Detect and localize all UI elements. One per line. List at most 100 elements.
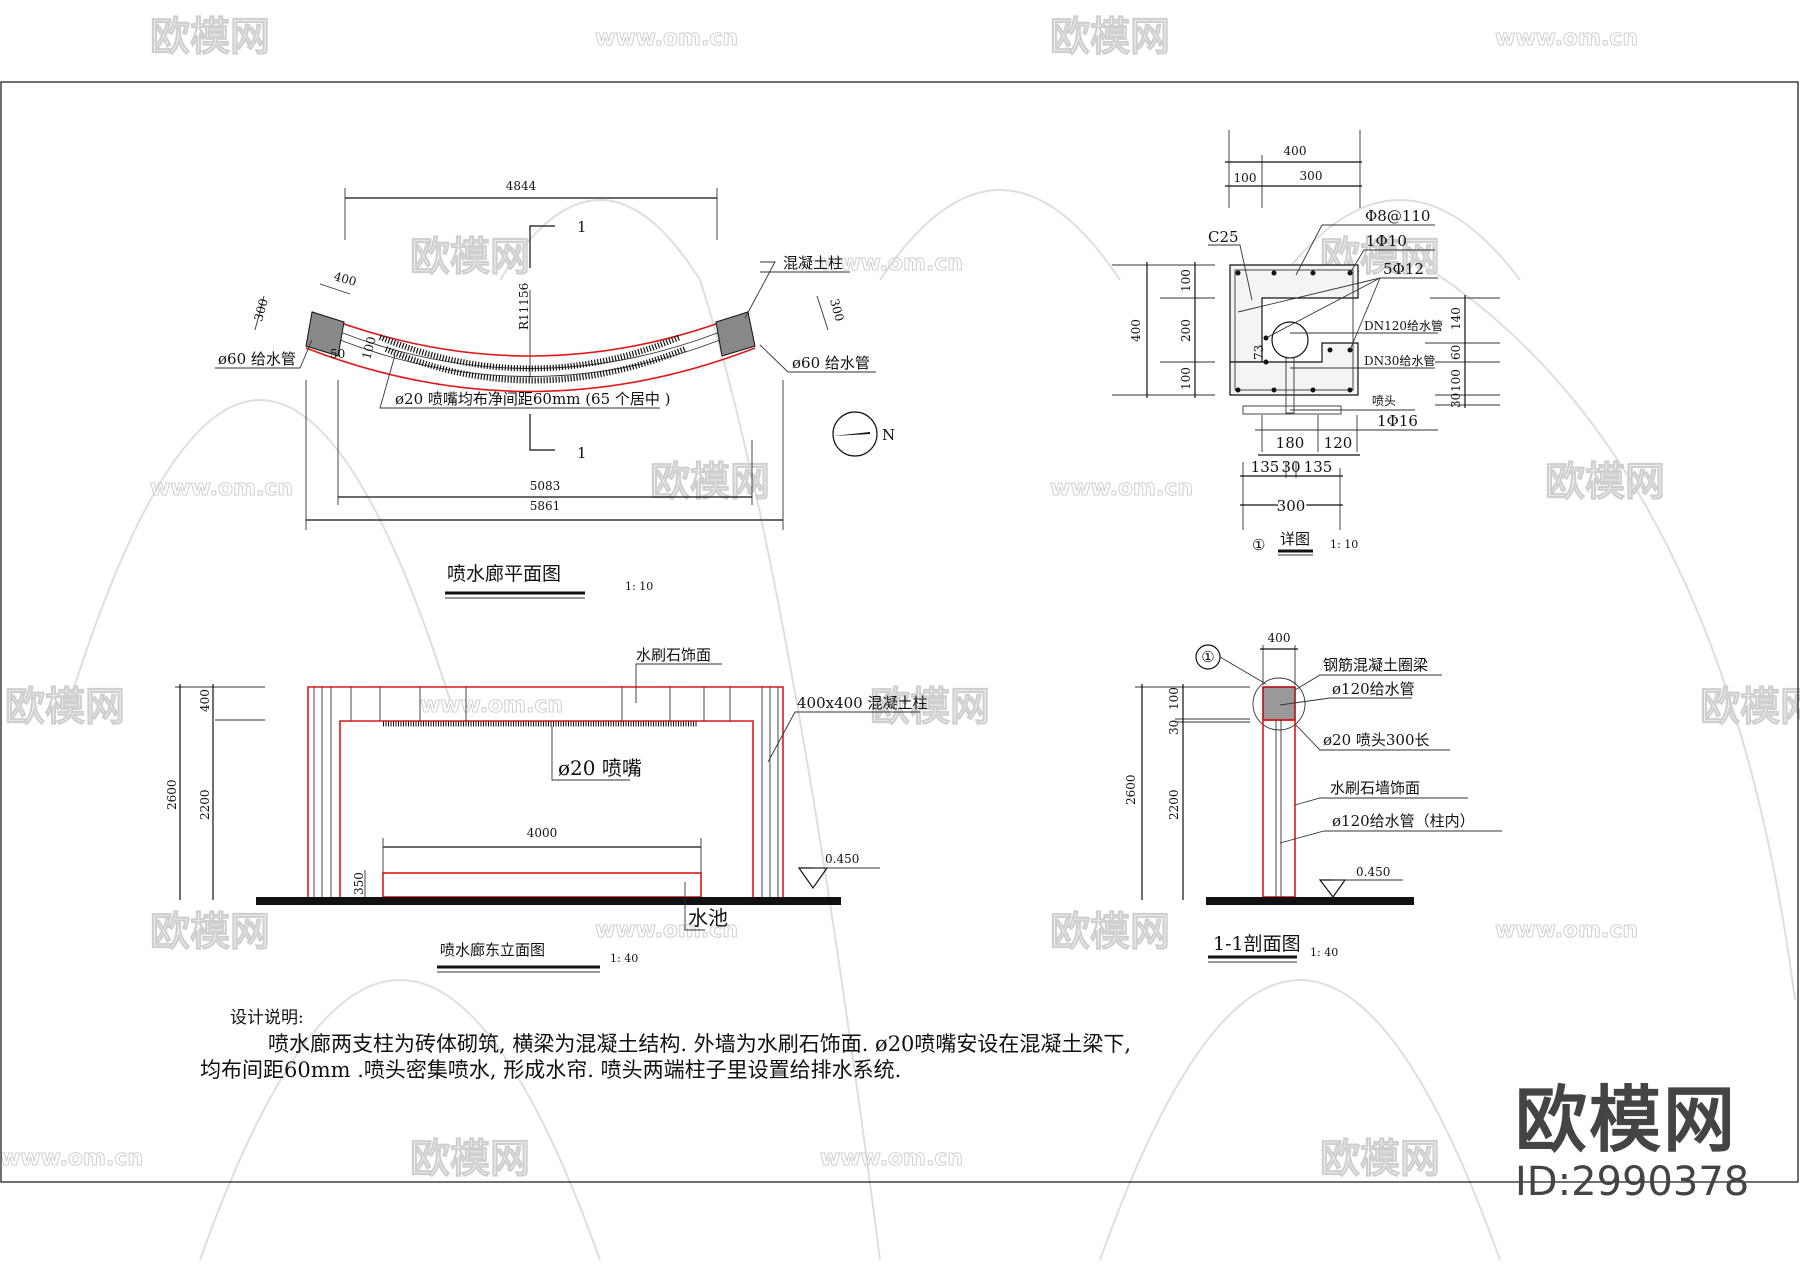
detail-label-pipe120: DN120给水管 [1364, 318, 1443, 333]
detail-dim-base-total: 300 [1277, 497, 1306, 515]
section-callout: ① [1201, 648, 1214, 666]
plan-dim-col-h: 300 [251, 297, 270, 323]
detail-dim-right-d: 30 [1449, 393, 1463, 408]
north-arrow-icon [832, 411, 878, 457]
plan-scale: 1: 10 [625, 580, 653, 593]
north-label: N [882, 426, 895, 444]
plan-dim-bottom-outer: 5861 [530, 499, 561, 513]
section-scale: 1: 40 [1310, 946, 1338, 959]
detail-label-nozzle: 喷头 [1372, 394, 1396, 408]
brand-id: ID:2990378 [1515, 1159, 1750, 1205]
plan-dim-top: 4844 [506, 179, 537, 193]
watermark-site: www.om.cn [420, 693, 563, 718]
watermark-site: www.om.cn [820, 1146, 963, 1171]
detail-dim-left-total: 400 [1129, 319, 1143, 342]
detail-dim-inner: 73 [1252, 345, 1266, 360]
detail-pipe-dn120 [1271, 321, 1309, 359]
watermark-logo: 欧模网 [5, 684, 125, 730]
section-label-beam: 钢筋混凝土圈梁 [1323, 656, 1428, 674]
elevation-view: 2600 400 2200 4000 350 0.450 水刷石饰面 40 [165, 646, 928, 973]
elevation-label-pool: 水池 [688, 906, 728, 930]
detail-dim-base-b: 30 [1281, 458, 1300, 476]
watermark-logo: 欧模网 [1050, 14, 1170, 60]
detail-scale: 1: 10 [1330, 538, 1358, 551]
elevation-outer-frame [307, 686, 784, 897]
section-dim-b: 30 [1167, 720, 1181, 735]
watermark-logo: 欧模网 [1700, 684, 1800, 730]
plan-label-pipe-right: ø60 给水管 [792, 354, 870, 372]
detail-dim-right-c: 100 [1449, 369, 1463, 392]
elevation-dim-clear: 2200 [198, 789, 212, 820]
elevation-label-nozzle: ø20 喷嘴 [558, 756, 642, 780]
elevation-inner-frame [339, 720, 754, 897]
design-notes: 设计说明: 喷水廊两支柱为砖体砌筑, 横梁为混凝土结构. 外墙为水刷石饰面. ø… [200, 1005, 1350, 1083]
detail-dim-top-a: 100 [1234, 171, 1257, 185]
detail-dim-left-a: 100 [1179, 269, 1193, 292]
sheet-frame [0, 81, 1799, 1183]
elevation-dim-pool-h: 350 [352, 872, 366, 895]
elevation-label-finish: 水刷石饰面 [636, 646, 711, 664]
detail-dim-right-b: 60 [1449, 345, 1463, 360]
plan-title: 喷水廊平面图 [447, 563, 561, 585]
watermark-logo: 欧模网 [650, 459, 770, 505]
plan-view: 4844 1 R11156 400 300 50 100 300 ø60 给水管… [215, 179, 895, 599]
detail-dim-top-total: 400 [1284, 144, 1307, 158]
elevation-dim-total: 2600 [165, 779, 179, 810]
detail-view: 400 100 300 400 100 200 100 73 C25 Φ8@11… [1112, 130, 1500, 556]
watermark-site: www.om.cn [150, 476, 293, 501]
section-level: 0.450 [1356, 865, 1390, 879]
plan-label-nozzles: ø20 喷嘴均布净间距60mm (65 个居中 ) [395, 390, 671, 408]
watermark-site: www.om.cn [1050, 476, 1193, 501]
plan-dim-col-h-right: 300 [827, 297, 846, 323]
detail-dim-bot-a: 180 [1276, 434, 1305, 452]
elevation-label-column: 400x400 混凝土柱 [797, 694, 928, 712]
detail-label-stirrup: Φ8@110 [1365, 207, 1430, 225]
elevation-ground [256, 897, 841, 905]
elevation-scale: 1: 40 [610, 952, 638, 965]
section-label-nozzle: ø20 喷头300长 [1323, 731, 1430, 749]
section-label-pipe: ø120给水管 [1332, 680, 1415, 698]
watermark-logo: 欧模网 [150, 909, 270, 955]
watermark-logo: 欧模网 [410, 1136, 530, 1182]
elevation-dim-beam: 400 [198, 689, 212, 712]
detail-dim-left-c: 100 [1179, 367, 1193, 390]
section-dim-a: 100 [1167, 687, 1181, 710]
watermark-logo: 欧模网 [410, 234, 530, 280]
detail-dim-top-b: 300 [1300, 169, 1323, 183]
section-mark-top: 1 [577, 218, 587, 236]
watermark-logo: 欧模网 [1320, 1136, 1440, 1182]
elevation-level: 0.450 [825, 852, 859, 866]
detail-label-pipe30: DN30给水管 [1364, 353, 1435, 368]
plan-label-column: 混凝土柱 [783, 254, 843, 272]
watermark-site: www.om.cn [1495, 918, 1638, 943]
section-dim-width: 400 [1268, 631, 1291, 645]
plan-label-pipe-left: ø60 给水管 [218, 350, 296, 368]
detail-label-bar16: 1Φ16 [1377, 412, 1418, 430]
plan-dim-col-w: 400 [332, 269, 358, 288]
detail-dim-base-a: 135 [1251, 458, 1280, 476]
section-view: 400 ① 2600 100 30 2200 0.450 钢筋混凝土圈梁 ø12… [1124, 631, 1502, 963]
section-label-finish: 水刷石墙饰面 [1330, 779, 1420, 797]
notes-line-1: 喷水廊两支柱为砖体砌筑, 横梁为混凝土结构. 外墙为水刷石饰面. ø20喷嘴安设… [268, 1032, 1132, 1056]
section-dim-total: 2600 [1124, 774, 1138, 805]
watermark-logo: 欧模网 [1050, 909, 1170, 955]
plan-column-right [715, 311, 756, 357]
plan-radius-label: R11156 [517, 283, 531, 330]
plan-column-left [305, 311, 345, 357]
section-column [1262, 719, 1296, 898]
watermark-site: www.om.cn [595, 26, 738, 51]
watermark-site: www.om.cn [595, 918, 738, 943]
detail-label-c25: C25 [1208, 228, 1239, 246]
watermark-logo: 欧模网 [870, 684, 990, 730]
section-label-pipe-col: ø120给水管（柱内） [1332, 812, 1475, 830]
watermark-logo: 欧模网 [1545, 459, 1665, 505]
watermark-site: www.om.cn [0, 1146, 143, 1171]
plan-dim-gap-b: 100 [359, 335, 378, 361]
detail-number: ① [1252, 536, 1265, 554]
elevation-title: 喷水廊东立面图 [440, 941, 545, 959]
section-ground [1206, 897, 1414, 905]
notes-line-2: 均布间距60mm .喷头密集喷水, 形成水帘. 喷头两端柱子里设置给排水系统. [200, 1058, 902, 1082]
watermark-logo: 欧模网 [150, 14, 270, 60]
detail-dim-right-a: 140 [1449, 307, 1463, 330]
